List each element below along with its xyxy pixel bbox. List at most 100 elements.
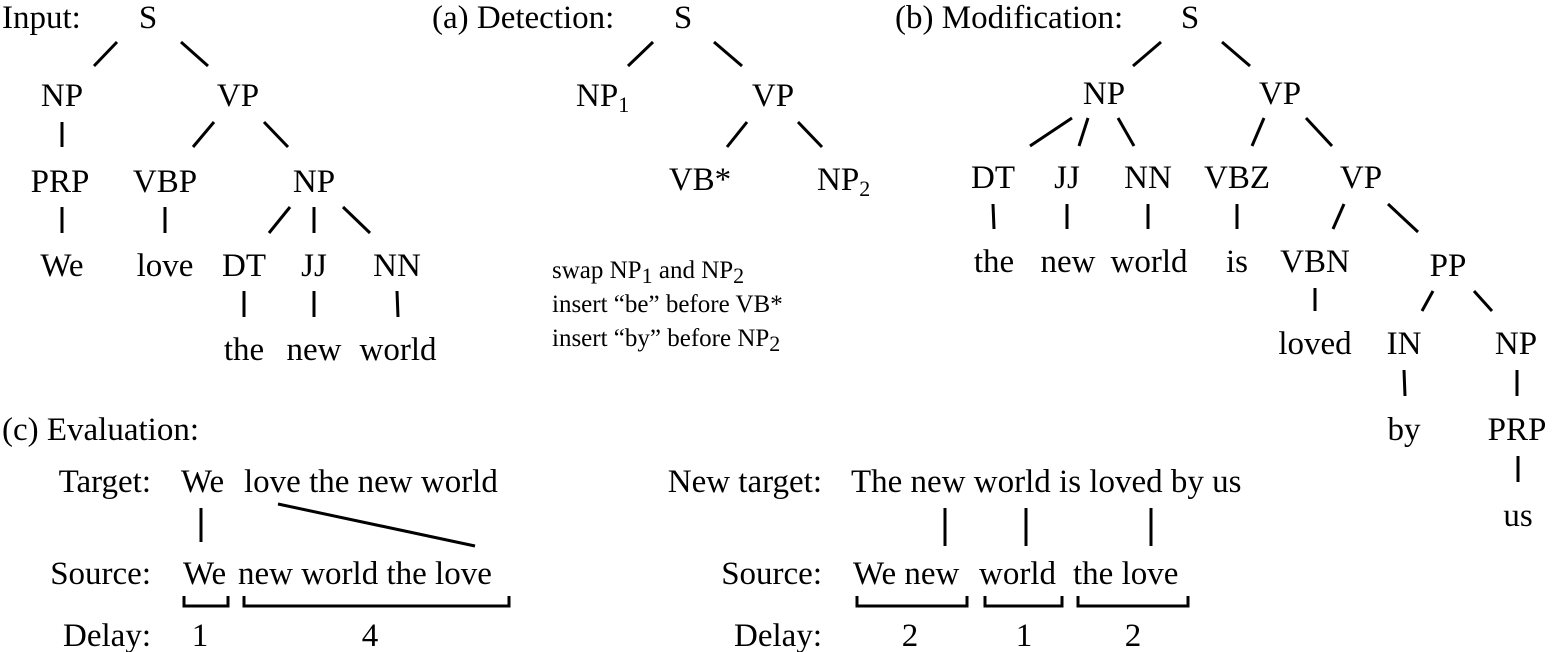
mod-node-nn: NN <box>1124 160 1172 196</box>
detection-panel-label: (a) Detection: <box>432 0 614 36</box>
mod-edge-vp-pp <box>1386 202 1420 234</box>
mod-edge-vp-vp <box>1304 116 1334 148</box>
input-node-prp: PRP <box>31 164 90 200</box>
input-word-world: world <box>360 332 437 368</box>
eval-left-source-label: Source: <box>50 556 151 592</box>
mod-node-dt: DT <box>971 160 1015 196</box>
detection-edge-vp-vbstar <box>725 121 749 148</box>
eval-left-alignment-love <box>277 502 476 548</box>
mod-node-prp: PRP <box>1488 412 1547 448</box>
eval-right-bracket-1 <box>855 596 969 608</box>
eval-right-delay-1: 2 <box>902 618 919 652</box>
input-node-np: NP <box>41 78 83 114</box>
input-node-nn: NN <box>373 248 421 284</box>
mod-node-in: IN <box>1387 326 1422 362</box>
mod-word-world: world <box>1111 244 1188 280</box>
input-node-jj: JJ <box>301 248 327 284</box>
detection-node-np2: NP2 <box>817 162 870 201</box>
mod-word-loved: loved <box>1278 326 1352 362</box>
eval-left-target-rest: love the new world <box>244 464 498 500</box>
mod-node-s: S <box>1181 0 1199 36</box>
input-node-dt: DT <box>222 248 266 284</box>
eval-right-delay-label: Delay: <box>734 618 822 652</box>
eval-right-source-chunk-2: world <box>979 556 1056 592</box>
mod-edge-np-jj <box>1077 117 1090 147</box>
rule-swap: swap NP1 and NP2 <box>552 257 744 288</box>
input-panel-label: Input: <box>2 0 81 36</box>
eval-left-target-we: We <box>181 464 224 500</box>
mod-node-np-pp: NP <box>1495 326 1537 362</box>
detection-node-s: S <box>674 0 692 36</box>
input-edge-nn-world <box>395 290 400 318</box>
input-word-we: We <box>40 248 83 284</box>
eval-left-bracket-2 <box>242 596 511 608</box>
input-word-new: new <box>287 332 342 368</box>
input-edge-s-vp <box>180 40 209 68</box>
input-node-np-object: NP <box>293 164 335 200</box>
input-node-vp: VP <box>217 78 259 114</box>
mod-node-np: NP <box>1083 76 1125 112</box>
mod-edge-pp-np <box>1472 289 1494 313</box>
detection-pattern-tree: S NP1 VP VB* NP2 <box>576 0 870 201</box>
input-word-the: the <box>224 332 264 368</box>
eval-right-source-chunk-1: We new <box>853 556 960 592</box>
mod-word-the: the <box>974 244 1014 280</box>
mod-edge-dt-the <box>991 203 996 230</box>
input-word-love: love <box>137 248 194 284</box>
modification-parse-tree: S NP VP DT JJ NN VBZ VP the new world is… <box>971 0 1546 534</box>
mod-node-pp: PP <box>1430 248 1467 284</box>
eval-left-source-rest: new world the love <box>238 556 492 592</box>
detection-edge-vp-np2 <box>796 120 824 149</box>
rule-insert-by: insert “by” before NP2 <box>552 325 780 356</box>
eval-right-delay-3: 2 <box>1125 618 1142 652</box>
eval-left-delay-1: 1 <box>192 618 209 652</box>
eval-right-bracket-2 <box>983 596 1064 608</box>
detection-edge-s-vp <box>713 40 743 68</box>
eval-right-target-label: New target: <box>668 464 822 500</box>
modification-panel-label: (b) Modification: <box>895 0 1123 36</box>
mod-node-vp-inner: VP <box>1340 160 1382 196</box>
input-edge-np-nn <box>341 205 372 235</box>
mod-word-by: by <box>1388 412 1422 448</box>
mod-edge-in-by <box>1402 369 1407 397</box>
detection-node-np1: NP1 <box>576 78 629 117</box>
eval-right-bracket-3 <box>1076 596 1190 608</box>
mod-node-vp: VP <box>1259 76 1301 112</box>
mod-edge-vp-vbz <box>1250 117 1266 147</box>
input-edge-s-np <box>92 40 119 68</box>
detection-node-vbstar: VB* <box>669 162 731 198</box>
evaluation-panel-label: (c) Evaluation: <box>2 412 199 448</box>
detection-edge-s-np1 <box>626 40 655 68</box>
mod-edge-s-vp <box>1221 40 1251 68</box>
mod-edge-np-nn <box>1116 117 1136 147</box>
input-node-vbp: VBP <box>133 164 197 200</box>
mod-node-vbn: VBN <box>1280 244 1350 280</box>
eval-left-delay-2: 4 <box>362 618 379 652</box>
mod-word-is: is <box>1226 244 1248 280</box>
eval-left-delay-label: Delay: <box>63 618 151 652</box>
mod-node-vbz: VBZ <box>1204 160 1270 196</box>
input-edge-vp-vbp <box>191 121 216 148</box>
mod-edge-pp-in <box>1420 290 1435 312</box>
detection-node-vp: VP <box>752 78 794 114</box>
rule-insert-be: insert “be” before VB* <box>552 291 783 318</box>
mod-word-us: us <box>1503 498 1532 534</box>
transformation-rules: swap NP1 and NP2 insert “be” before VB* … <box>552 257 783 356</box>
mod-edge-s-np <box>1132 40 1162 68</box>
mod-node-jj: JJ <box>1054 160 1080 196</box>
mod-word-new: new <box>1041 244 1096 280</box>
evaluation-new: New target: The new world is loved by us… <box>668 464 1242 652</box>
input-edge-vp-np <box>262 120 290 149</box>
evaluation-original: Target: We love the new world Source: We… <box>50 464 511 652</box>
input-node-s: S <box>139 0 157 36</box>
mod-edge-vp-vbn <box>1331 203 1346 230</box>
input-parse-tree: S NP VP PRP VBP NP We love DT JJ NN the … <box>31 0 437 368</box>
input-edge-np-dt <box>267 206 292 234</box>
mod-edge-np-dt <box>1029 116 1073 148</box>
eval-right-delay-2: 1 <box>1016 618 1033 652</box>
eval-right-source-label: Source: <box>721 556 822 592</box>
eval-left-source-we: We <box>183 556 226 592</box>
eval-left-target-label: Target: <box>59 464 151 500</box>
eval-left-bracket-1 <box>182 596 230 608</box>
